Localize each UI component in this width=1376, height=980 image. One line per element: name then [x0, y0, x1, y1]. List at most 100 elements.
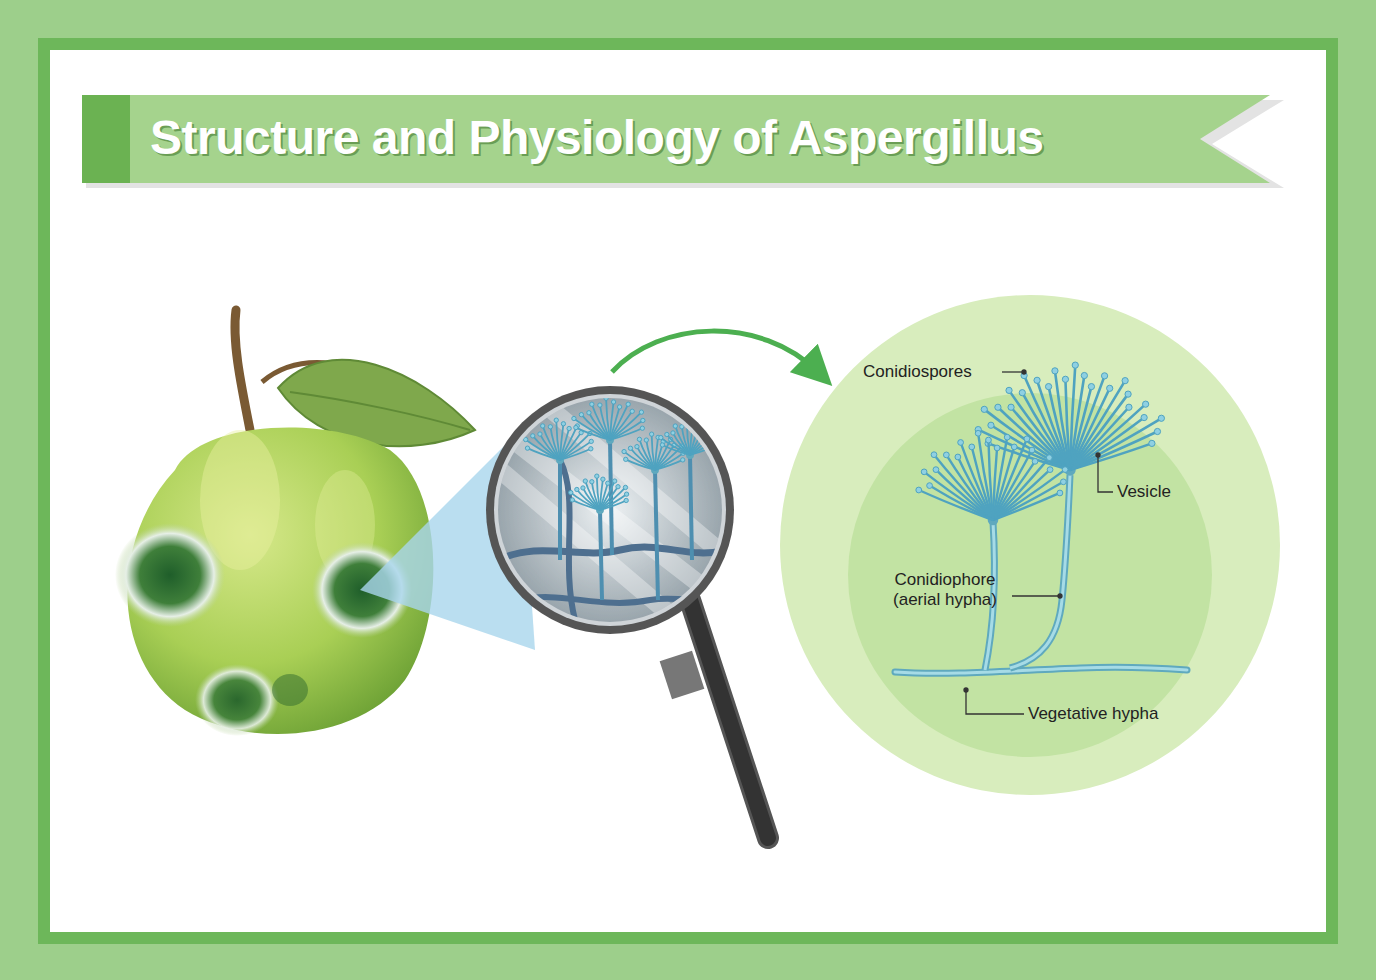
conidiospore [570, 498, 574, 502]
conidiospore [1024, 436, 1030, 442]
conidiospore [561, 422, 565, 426]
conidiospore [644, 438, 648, 442]
conidiospore [606, 481, 610, 485]
conidiospore [611, 400, 615, 404]
conidiospore [601, 477, 605, 481]
sterigma [571, 493, 600, 510]
conidiospore [1046, 455, 1052, 461]
conidiospore [713, 430, 717, 434]
conidiospore [706, 430, 710, 434]
conidiospore [955, 454, 961, 460]
conidiospore [622, 449, 626, 453]
conidiospore [541, 424, 545, 428]
conidiospore [1047, 467, 1053, 473]
conidiospore [567, 426, 571, 430]
sterigma [600, 479, 603, 510]
conidiospore [1101, 373, 1107, 379]
conidiospore [1006, 387, 1012, 393]
conidiospore [1057, 490, 1063, 496]
conidiospore [1061, 479, 1067, 485]
conidiospore [538, 432, 542, 436]
conidiospore [1122, 378, 1128, 384]
conidiospore [981, 406, 987, 412]
sterigma [576, 428, 610, 440]
conidiospore [988, 422, 994, 428]
sterigma [560, 424, 563, 460]
sterigma [993, 448, 997, 520]
conidiospore [624, 457, 628, 461]
sterigma [655, 437, 658, 470]
sterigma [993, 439, 1027, 520]
conidiospore [523, 437, 527, 441]
conidiospore [680, 425, 684, 429]
conidiospore [613, 479, 617, 483]
conidiospore [1008, 404, 1014, 410]
conidiospore [583, 479, 587, 483]
conidiospore [624, 498, 628, 502]
conidiospore [569, 490, 573, 494]
conidiospore [1062, 376, 1068, 382]
conidiospore [1088, 383, 1094, 389]
conidiospore [943, 452, 949, 458]
sterigma [527, 448, 560, 460]
conidiospore [691, 422, 695, 426]
conidiospore [1032, 458, 1038, 464]
conidiospore [714, 443, 718, 447]
conidiospore [927, 483, 933, 489]
conidiospore [574, 425, 578, 429]
title: Structure and Physiology of Aspergillus [150, 108, 1044, 168]
conidiospore [630, 409, 634, 413]
conidiospore [598, 403, 602, 407]
sterigma [626, 459, 655, 470]
sterigma [526, 440, 560, 460]
sterigma [690, 424, 693, 455]
conidiophore [558, 460, 562, 560]
conidiospore [673, 424, 677, 428]
conidiospore [617, 405, 621, 409]
conidiospore [1004, 434, 1010, 440]
conidiospore [665, 432, 669, 436]
conidiospore [1107, 385, 1113, 391]
conidiospore [641, 418, 645, 422]
conidiospore [994, 445, 1000, 451]
conidiospore [604, 396, 608, 400]
conidiospore [595, 474, 599, 478]
conidiospore [696, 426, 700, 430]
conidiospore [554, 418, 558, 422]
conidiospore [1143, 401, 1149, 407]
sterigma [624, 452, 655, 470]
sterigma [574, 419, 610, 440]
conidiospore [628, 446, 632, 450]
conidiospore [685, 419, 689, 423]
conidiospore [1141, 414, 1147, 420]
conidiospore [1126, 404, 1132, 410]
conidiospore [921, 469, 927, 475]
part-label: Conidiospores [863, 362, 972, 382]
conidiospore [572, 416, 576, 420]
part-label: Vesicle [1117, 482, 1171, 502]
conidiospore [626, 402, 630, 406]
sterigma [1070, 376, 1105, 470]
conidiospore [1072, 362, 1078, 368]
conidiospore [671, 431, 675, 435]
conidiospore [1011, 444, 1017, 450]
sterigma [690, 426, 705, 455]
conidiospore [1062, 467, 1068, 473]
sterigma [610, 402, 614, 440]
conidiospore [531, 434, 535, 438]
part-label: Vegetative hypha [1028, 704, 1158, 724]
conidiospore [637, 437, 641, 441]
conidiospore [639, 410, 643, 414]
conidiospore [590, 480, 594, 484]
conidiospore [703, 424, 707, 428]
conidiophore [600, 510, 602, 600]
conidiospore [1125, 391, 1131, 397]
conidiospore [1052, 368, 1058, 374]
conidiospore [548, 425, 552, 429]
conidiospore [986, 437, 992, 443]
conidiophore [690, 455, 692, 560]
conidiospore [640, 426, 644, 430]
sterigma [661, 438, 690, 455]
sterigma [662, 445, 690, 455]
conidiospore [525, 446, 529, 450]
